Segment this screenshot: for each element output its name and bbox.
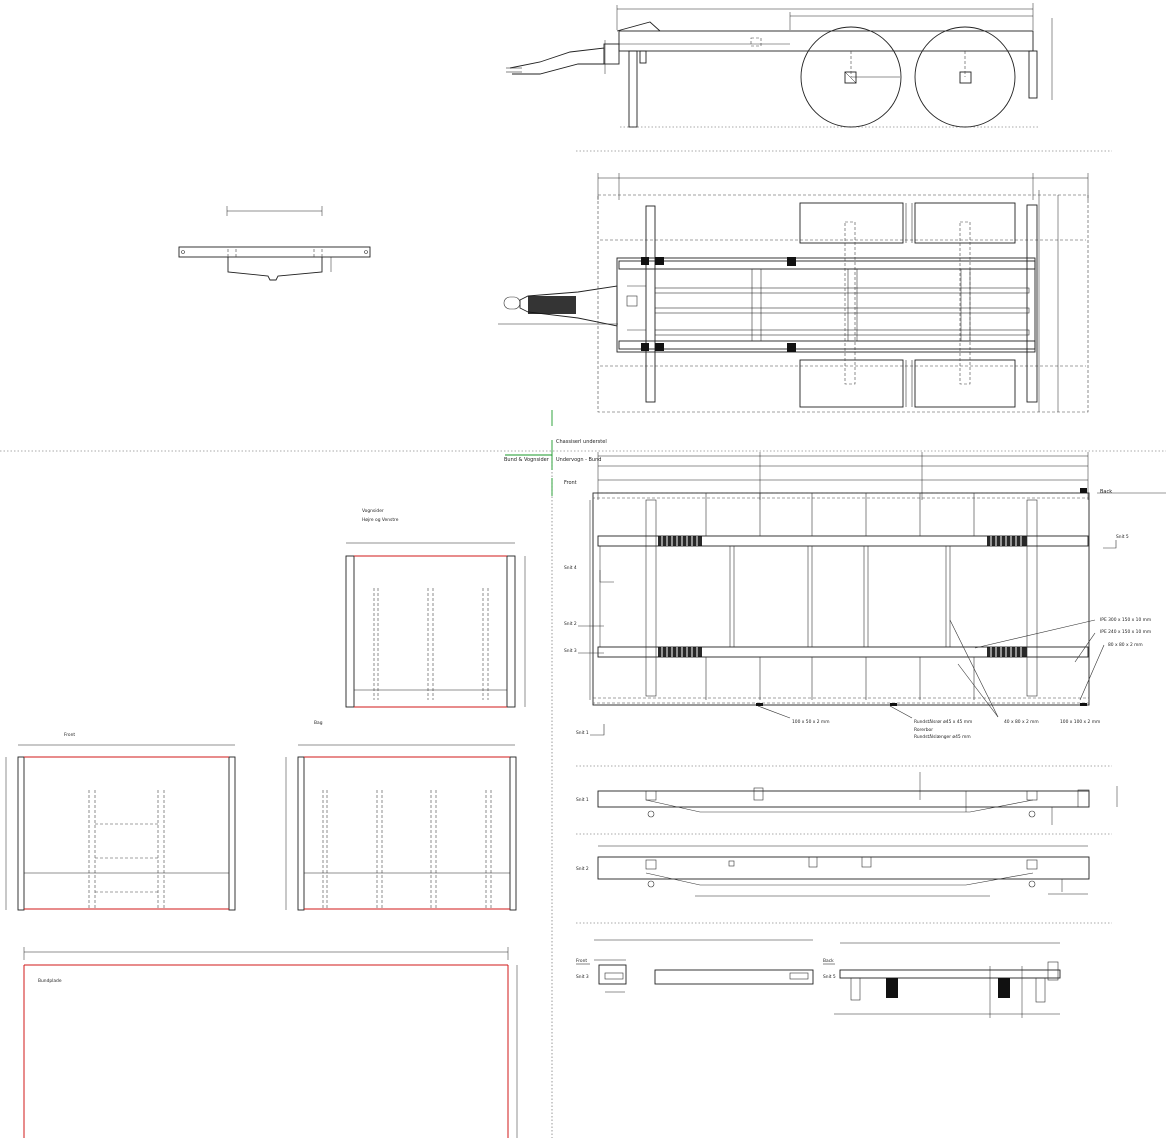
note-rund3: Rundstålslænger ø45 mm [914, 733, 971, 740]
snit2-label: Snit 2 [564, 621, 577, 627]
note-box40: 40 x 80 x 2 mm [1004, 719, 1039, 725]
note-rund2: Rorerbor [914, 727, 933, 733]
snit1-label: Snit 1 [576, 797, 589, 803]
note-ipe300: IPE 300 x 150 x 10 mm [1100, 617, 1151, 623]
title-main: Chassiserl understel [556, 439, 607, 445]
bundplade-label: Bundplade [38, 978, 62, 984]
section-snit3: Front Snit 3 [576, 939, 814, 993]
note-rund1: Rundstålsrør ø45 x 45 mm [914, 718, 972, 725]
section-snit5: Back Snit 5 [823, 942, 1061, 1018]
vognsider-panel: Vognsider Højre og Venstre Bag [314, 508, 526, 726]
snit4-label: Snit 4 [564, 565, 577, 571]
bag-label: Bag [314, 720, 323, 726]
snit3-label: Snit 3 [564, 648, 577, 654]
note-box100-50: 100 x 50 x 2 mm [792, 719, 830, 725]
section-snit2: Snit 2 [576, 845, 1090, 897]
snit1-label-plan: Snit 1 [576, 730, 589, 736]
snit2-label: Snit 2 [576, 866, 589, 872]
snit5-back: Back [823, 958, 834, 964]
snit3-sec-label: Snit 3 [576, 974, 589, 980]
back-panel [285, 744, 517, 911]
section-snit1: Snit 1 [576, 772, 1118, 825]
note-ipe240: IPE 240 x 150 x 10 mm [1100, 629, 1151, 635]
vognsider-title: Vognsider [362, 508, 384, 514]
front-panel-label: Front [64, 732, 75, 738]
cross-member-part [178, 206, 371, 281]
plan-view-trailer [498, 173, 1089, 413]
label-back: Back [1100, 489, 1112, 495]
title-left: Bund & Vognsider [504, 457, 550, 463]
bundplade: Bundplade [23, 947, 518, 1138]
snit3-front: Front [576, 958, 587, 964]
snit5-sec-label: Snit 5 [823, 974, 836, 980]
vognsider-subtitle: Højre og Venstre [362, 517, 399, 523]
front-panel: Front [5, 732, 236, 911]
title-block: Chassiserl understel Bund & Vognsider Un… [504, 410, 607, 496]
note-box100: 100 x 100 x 2 mm [1060, 719, 1100, 725]
side-view-trailer [506, 3, 1053, 128]
note-box80: 80 x 80 x 2 mm [1108, 642, 1143, 648]
title-right: Undervogn - Bund [556, 457, 601, 463]
snit5-label-plan: Snit 5 [1116, 534, 1129, 540]
chassis-plan-view: Front Back [564, 452, 1166, 740]
label-front: Front [564, 480, 577, 486]
